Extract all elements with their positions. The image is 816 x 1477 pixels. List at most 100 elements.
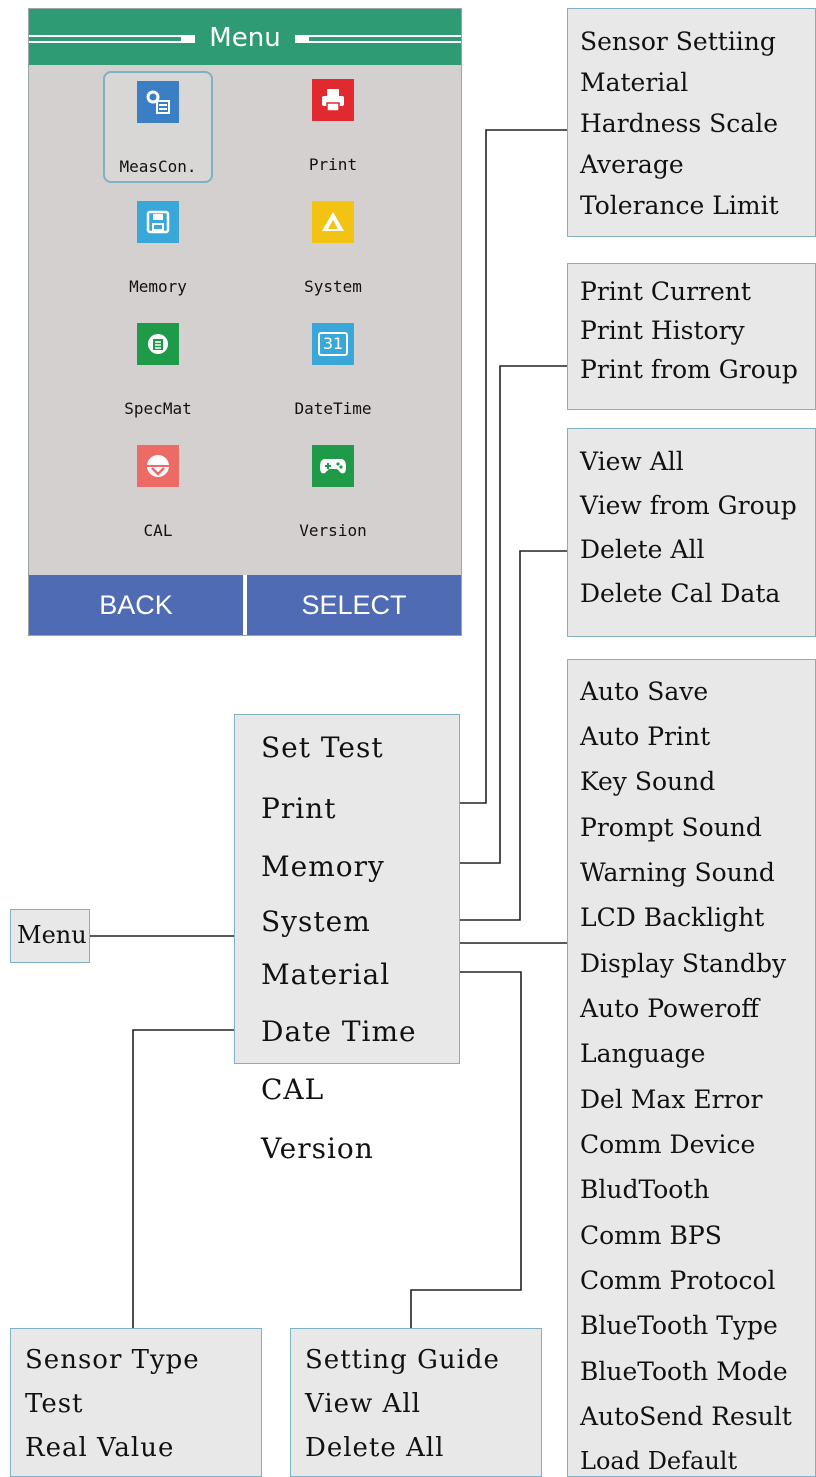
tile-version[interactable]: Version [278, 437, 388, 549]
tile-specmat[interactable]: SpecMat [103, 315, 213, 427]
tile-label-memory: Memory [129, 277, 187, 296]
system-submenu-item: Prompt Sound [580, 813, 762, 842]
header-rule-left [29, 37, 181, 41]
set-test-item: Material [580, 68, 689, 97]
system-submenu-item: Display Standby [580, 949, 787, 978]
main-item-version[interactable]: Version [261, 1132, 374, 1165]
cal-submenu-item: Real Value [25, 1433, 175, 1463]
printer-icon [312, 79, 354, 121]
header-band-bottom [29, 43, 461, 65]
system-submenu-item: Auto Save [580, 677, 709, 706]
main-menu-box: Set Test Print Memory System Material Da… [234, 714, 460, 1165]
system-submenu-item: Auto Poweroff [580, 994, 760, 1023]
connector-print [460, 365, 567, 864]
settings-list-icon [137, 81, 179, 123]
header-rule-right [309, 37, 461, 41]
set-test-item: Hardness Scale [580, 109, 778, 138]
main-item-date-time[interactable]: Date Time [261, 1015, 417, 1048]
drive-triangle-icon [312, 201, 354, 243]
system-submenu-item: Comm BPS [580, 1221, 722, 1250]
memory-submenu-item: Delete All [580, 535, 705, 564]
print-submenu-item: Print History [580, 316, 745, 345]
system-submenu-item: BlueTooth Type [580, 1311, 778, 1340]
tile-memory[interactable]: Memory [103, 193, 213, 305]
tile-label-print: Print [308, 155, 358, 174]
screen-title-text: Menu [195, 23, 295, 53]
main-item-system[interactable]: System [261, 905, 371, 938]
memory-submenu-item: View All [580, 447, 684, 476]
system-submenu-item: LCD Backlight [580, 903, 765, 932]
material-submenu-item: Setting Guide [305, 1345, 500, 1375]
screen-title: Menu [29, 23, 461, 53]
cal-submenu-item: Sensor Type [25, 1345, 200, 1375]
set-test-item: Average [580, 150, 684, 179]
tile-label-datetime: DateTime [294, 399, 372, 418]
memory-submenu-item: View from Group [580, 491, 797, 520]
calendar-icon: 31 [312, 323, 354, 365]
floppy-disk-icon [137, 201, 179, 243]
memory-submenu-item: Delete Cal Data [580, 579, 781, 608]
tile-cal[interactable]: CAL [103, 437, 213, 549]
tile-print[interactable]: Print [278, 71, 388, 183]
tile-label-version: Version [299, 521, 367, 540]
connector-material [410, 971, 522, 1328]
tile-datetime[interactable]: 31 DateTime [278, 315, 388, 427]
drive-triangle-icon-svg [322, 212, 344, 231]
gamepad-icon-svg [320, 459, 346, 474]
tile-meascon[interactable]: MeasCon. [103, 71, 213, 183]
system-submenu-item: Comm Protocol [580, 1266, 776, 1295]
tile-label-meascon: MeasCon. [119, 157, 197, 176]
system-submenu-item: Comm Device [580, 1130, 756, 1159]
target-icon-svg [147, 455, 169, 477]
system-submenu-item: BlueTooth Mode [580, 1357, 788, 1386]
connector-memory [460, 550, 567, 921]
main-item-material[interactable]: Material [261, 958, 391, 991]
device-menu-screen: Menu MeasCon. Print [28, 8, 462, 636]
document-icon [137, 323, 179, 365]
material-submenu-item: Delete All [305, 1433, 445, 1463]
root-menu-box: Menu [10, 909, 90, 963]
screen-header: Menu [29, 9, 461, 65]
main-item-cal[interactable]: CAL [261, 1073, 325, 1106]
connector-set-test [460, 129, 567, 804]
select-button[interactable]: SELECT [301, 590, 407, 620]
connector-cal [132, 1029, 234, 1328]
memory-submenu-box: View All View from Group Delete All Dele… [567, 428, 816, 637]
material-submenu-box: Setting Guide View All Delete All [290, 1328, 542, 1477]
set-test-item: Tolerance Limit [580, 191, 779, 220]
system-submenu-item: Language [580, 1039, 706, 1068]
document-icon-svg [148, 334, 168, 354]
print-submenu-item: Print from Group [580, 355, 798, 384]
system-submenu-item: Auto Print [580, 722, 711, 751]
tile-label-system: System [304, 277, 362, 296]
cal-submenu-box: Sensor Type Test Real Value [10, 1328, 262, 1477]
printer-icon-svg [322, 89, 344, 112]
print-submenu-item: Print Current [580, 277, 751, 306]
system-submenu-item: Load Default [580, 1447, 738, 1475]
target-icon [137, 445, 179, 487]
floppy-disk-icon-svg [146, 210, 170, 234]
system-submenu-item: BludTooth [580, 1175, 710, 1204]
root-menu-label: Menu [17, 921, 87, 949]
back-button[interactable]: BACK [99, 590, 173, 620]
main-item-set-test[interactable]: Set Test [261, 731, 384, 764]
main-item-print[interactable]: Print [261, 792, 337, 825]
system-submenu-item: Warning Sound [580, 858, 775, 887]
gamepad-icon [312, 445, 354, 487]
calendar-icon-glyph: 31 [317, 332, 349, 356]
tile-label-specmat: SpecMat [124, 399, 192, 418]
set-test-item: Sensor Settiing [580, 27, 776, 56]
settings-list-icon-svg [146, 90, 170, 114]
system-submenu-item: Del Max Error [580, 1085, 763, 1114]
main-item-memory[interactable]: Memory [261, 850, 385, 883]
softkey-bar: BACK SELECT [29, 575, 461, 635]
system-submenu-item: Key Sound [580, 767, 716, 796]
cal-submenu-item: Test [25, 1389, 84, 1419]
tile-label-cal: CAL [143, 521, 173, 540]
tile-system[interactable]: System [278, 193, 388, 305]
system-submenu-item: AutoSend Result [580, 1402, 792, 1431]
material-submenu-item: View All [305, 1389, 421, 1419]
set-test-submenu-box: Sensor Settiing Material Hardness Scale … [567, 8, 816, 237]
system-submenu-box: Auto Save Auto Print Key Sound Prompt So… [567, 659, 816, 1477]
